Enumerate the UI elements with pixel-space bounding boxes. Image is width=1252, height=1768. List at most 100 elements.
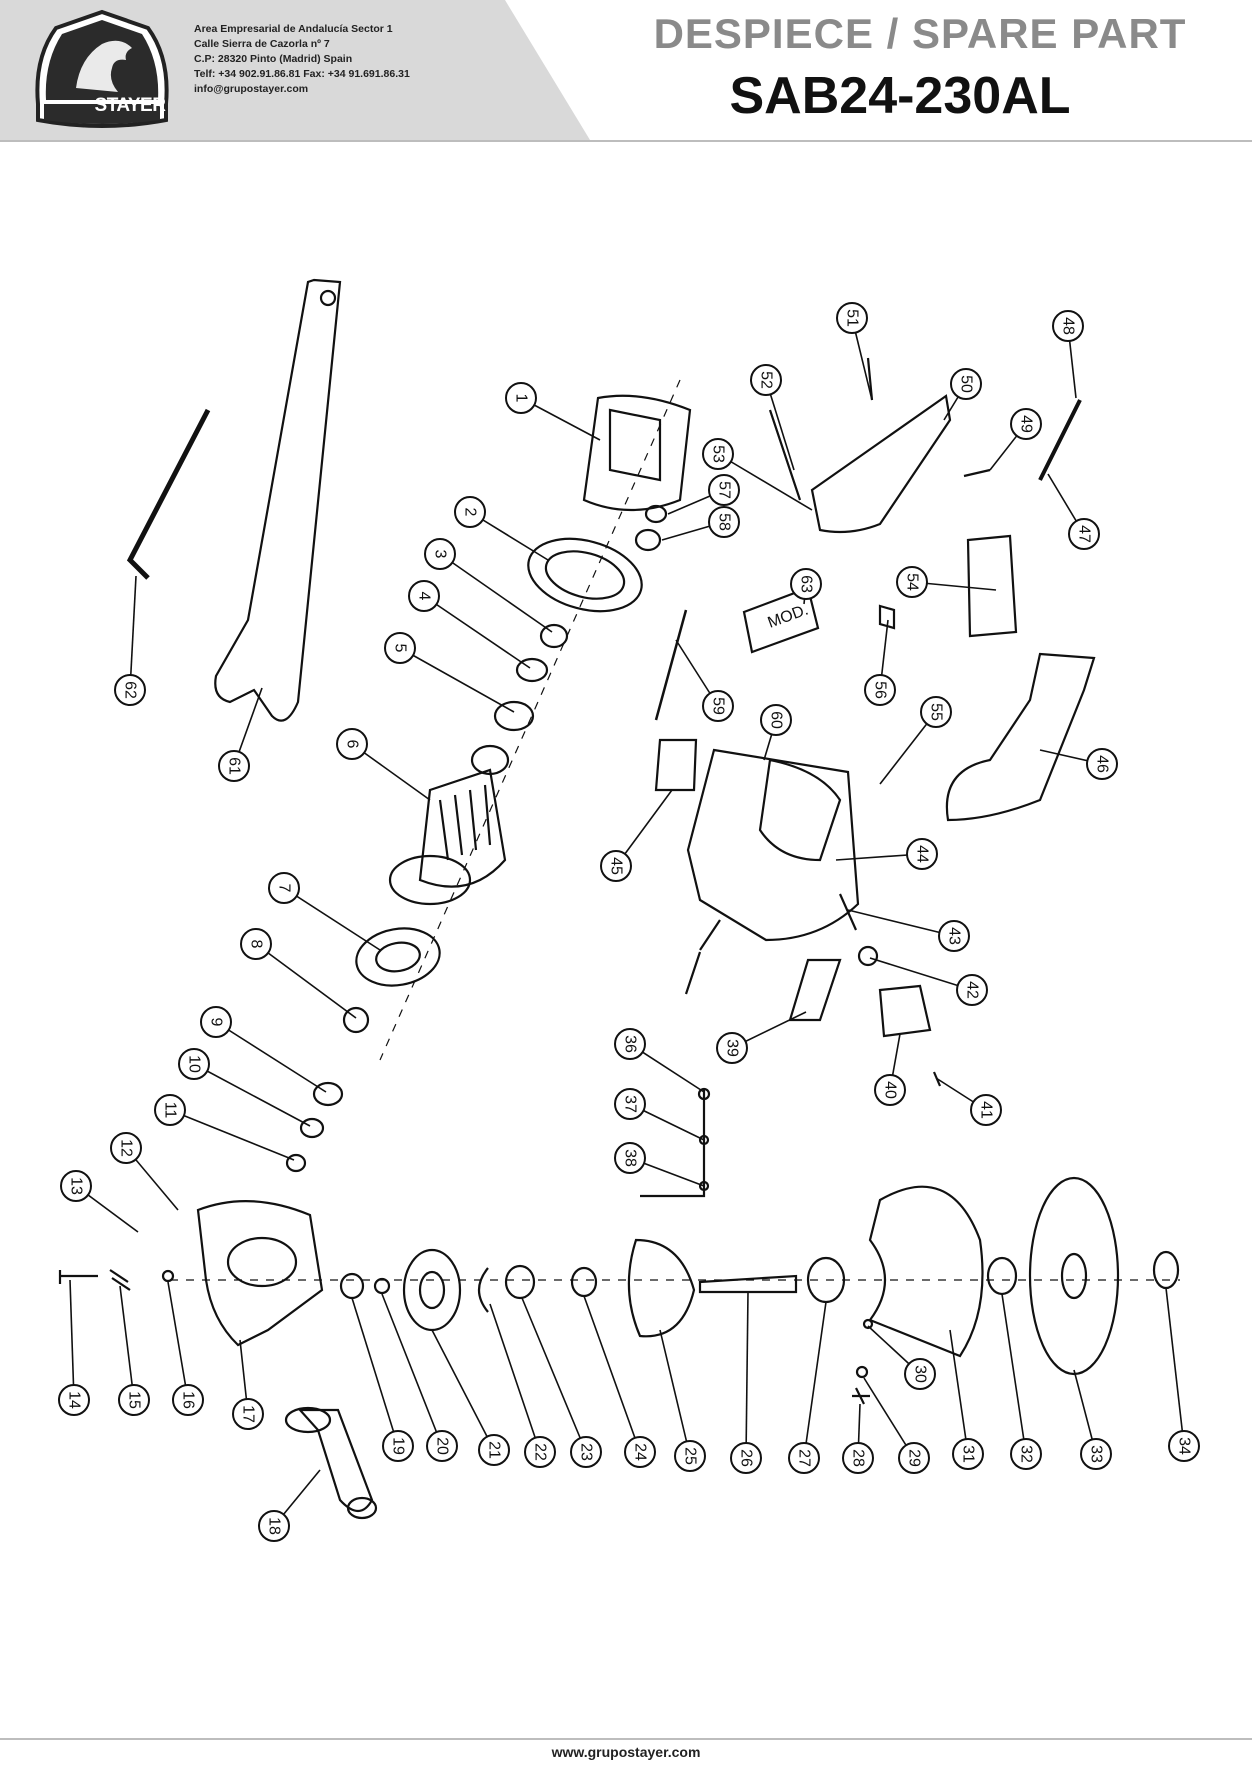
callout-circle [218, 750, 250, 782]
side-handle-drawing [297, 1408, 374, 1513]
address-line: Telf: +34 902.91.86.81 Fax: +34 91.691.8… [194, 68, 410, 80]
part-callout-45: 45 [600, 789, 673, 882]
callout-leader-line [351, 743, 431, 801]
part-callout-1: 1 [505, 382, 601, 441]
part-number-label: 11 [162, 1102, 179, 1119]
footer-divider [0, 1738, 1252, 1740]
callout-circle [600, 850, 632, 882]
callout-leader-line [167, 1281, 189, 1401]
part-callout-26: 26 [730, 1291, 762, 1474]
callout-circle [570, 1436, 602, 1468]
callout-circle [426, 1430, 458, 1462]
part-callout-14: 14 [58, 1279, 90, 1416]
part-callout-49: 49 [989, 408, 1042, 471]
part-number-label: 57 [716, 481, 733, 499]
callout-circle [614, 1142, 646, 1174]
callout-circle [268, 872, 300, 904]
part-number-label: 21 [486, 1441, 503, 1459]
part-callout-4: 4 [408, 580, 531, 669]
part-callout-56: 56 [864, 619, 896, 706]
part-callout-12: 12 [110, 1132, 179, 1211]
part-callout-59: 59 [675, 639, 734, 722]
callout-circle [1168, 1430, 1200, 1462]
part-number-label: 24 [632, 1443, 649, 1461]
callout-leader-line [489, 1303, 541, 1453]
callout-circle [708, 506, 740, 538]
part-number-label: 17 [240, 1405, 257, 1423]
stayer-logo: STAYER [28, 8, 176, 132]
part-callout-41: 41 [935, 1077, 1002, 1126]
callout-circle [60, 1170, 92, 1202]
part-callout-23: 23 [521, 1297, 602, 1468]
address-line: Calle Sierra de Cazorla nº 7 [194, 38, 330, 50]
snap-ring-drawing [342, 1006, 370, 1034]
inner-flange-drawing [986, 1256, 1018, 1296]
part-callout-40: 40 [874, 1033, 906, 1106]
callout-circle [898, 1442, 930, 1474]
part-number-label: 26 [738, 1449, 755, 1467]
gear-housing-drawing [196, 1200, 324, 1347]
website-link[interactable]: www.grupostayer.com [551, 1744, 701, 1760]
part-number-label: 52 [758, 371, 775, 389]
mod-plate-drawing [742, 586, 820, 654]
part-number-label: 12 [118, 1139, 135, 1157]
callout-circle [524, 1436, 556, 1468]
part-number-label: 59 [710, 697, 727, 715]
part-number-label: 45 [608, 857, 625, 875]
part-callout-31: 31 [949, 1329, 984, 1470]
callout-leader-line [283, 887, 381, 951]
part-callout-19: 19 [351, 1297, 414, 1462]
part-callout-48: 48 [1052, 310, 1084, 399]
callout-circle [478, 1434, 510, 1466]
callout-leader-line [745, 1291, 749, 1459]
part-callout-28: 28 [842, 1403, 874, 1474]
wheel-guard-drawing [868, 1185, 984, 1358]
callout-leader-line [659, 1329, 691, 1457]
part-number-label: 1 [513, 394, 530, 403]
part-callout-54: 54 [896, 566, 997, 598]
part-callout-38: 38 [614, 1142, 705, 1187]
callout-circle [1068, 518, 1100, 550]
part-number-label: 42 [964, 981, 981, 999]
part-number-label: 4 [416, 592, 433, 601]
callout-leader-line [423, 595, 531, 669]
part-number-label: 25 [682, 1447, 699, 1465]
address-line: Area Empresarial de Andalucía Sector 1 [194, 23, 393, 35]
part-callout-58: 58 [661, 506, 740, 541]
part-callout-33: 33 [1073, 1369, 1112, 1470]
part-number-label: 13 [68, 1177, 85, 1195]
part-callout-2: 2 [454, 496, 549, 561]
part-number-label: 30 [912, 1365, 929, 1383]
bearing-cover-drawing [627, 1238, 696, 1338]
page-title: DESPIECE / SPARE PART [653, 10, 1187, 57]
callout-circle [154, 1094, 186, 1126]
part-number-label: 31 [960, 1445, 977, 1463]
callout-circle [178, 1048, 210, 1080]
motor-housing-drawing [686, 748, 860, 942]
part-number-label: 3 [432, 550, 449, 559]
part-number-label: 53 [710, 445, 727, 463]
callout-circle [750, 364, 782, 396]
callout-circle [614, 1088, 646, 1120]
part-number-label: 49 [1018, 415, 1035, 433]
part-number-label: 43 [946, 927, 963, 945]
callout-leader-line [381, 1293, 443, 1447]
part-number-label: 5 [392, 644, 409, 653]
part-number-label: 9 [208, 1018, 225, 1027]
callout-leader-line [255, 943, 357, 1019]
callout-circle [760, 704, 792, 736]
part-number-label: 55 [928, 703, 945, 721]
part-number-label: 32 [1018, 1445, 1035, 1463]
part-number-label: 33 [1088, 1445, 1105, 1463]
part-number-label: 16 [180, 1391, 197, 1409]
part-callout-18: 18 [258, 1469, 321, 1542]
bearing-drawing [339, 1272, 365, 1300]
callout-circle [118, 1384, 150, 1416]
callout-circle [336, 728, 368, 760]
part-callout-51: 51 [836, 302, 873, 401]
part-number-label: 47 [1076, 525, 1093, 543]
part-callout-42: 42 [869, 957, 988, 1006]
part-callout-32: 32 [1001, 1293, 1042, 1470]
callout-leader-line [193, 1063, 311, 1127]
